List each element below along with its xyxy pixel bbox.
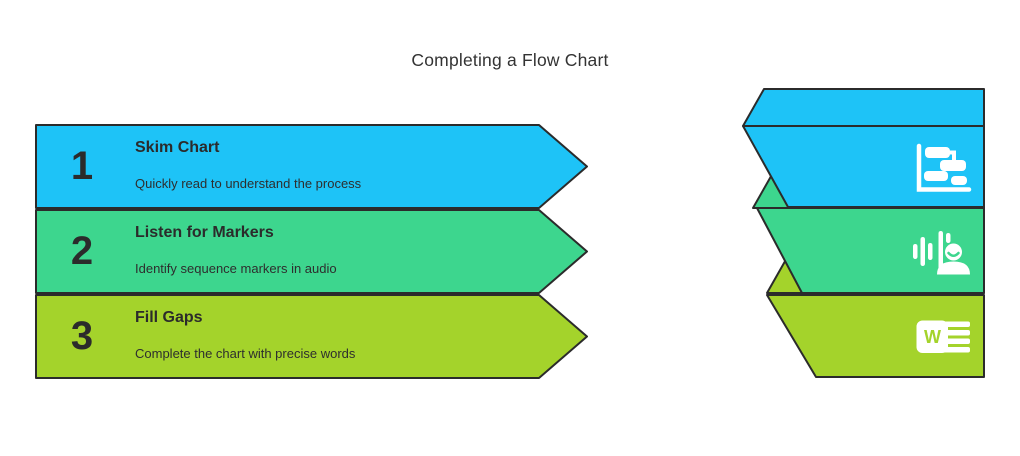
step-description: Identify sequence markers in audio [135,261,337,276]
flow-chart-icon [916,143,972,192]
step-title: Fill Gaps [135,309,203,326]
step-banners [35,124,588,379]
step-number: 1 [70,144,94,188]
step-description: Complete the chart with precise words [135,346,356,361]
step-number: 3 [70,314,94,358]
step-description: Quickly read to understand the process [135,176,362,191]
banner-step-3 [35,294,588,379]
step-title: Listen for Markers [135,224,274,241]
step-3: 3 Fill Gaps Complete the chart with prec… [36,295,539,378]
ribbon-band-step-3 [766,294,985,378]
word-document-icon: W [916,320,970,353]
step-2: 2 Listen for Markers Identify sequence m… [36,210,539,293]
word-letter: W [924,327,941,347]
ribbon-stack [742,88,985,378]
page-title: Completing a Flow Chart [411,50,609,70]
step-number: 2 [70,229,94,273]
step-1: 1 Skim Chart Quickly read to understand … [36,125,539,208]
step-title: Skim Chart [135,139,220,156]
banner-step-2 [35,209,588,294]
ribbon-top-strip [742,88,985,127]
voice-waveform-icon [913,231,970,275]
banner-step-1 [35,124,588,209]
